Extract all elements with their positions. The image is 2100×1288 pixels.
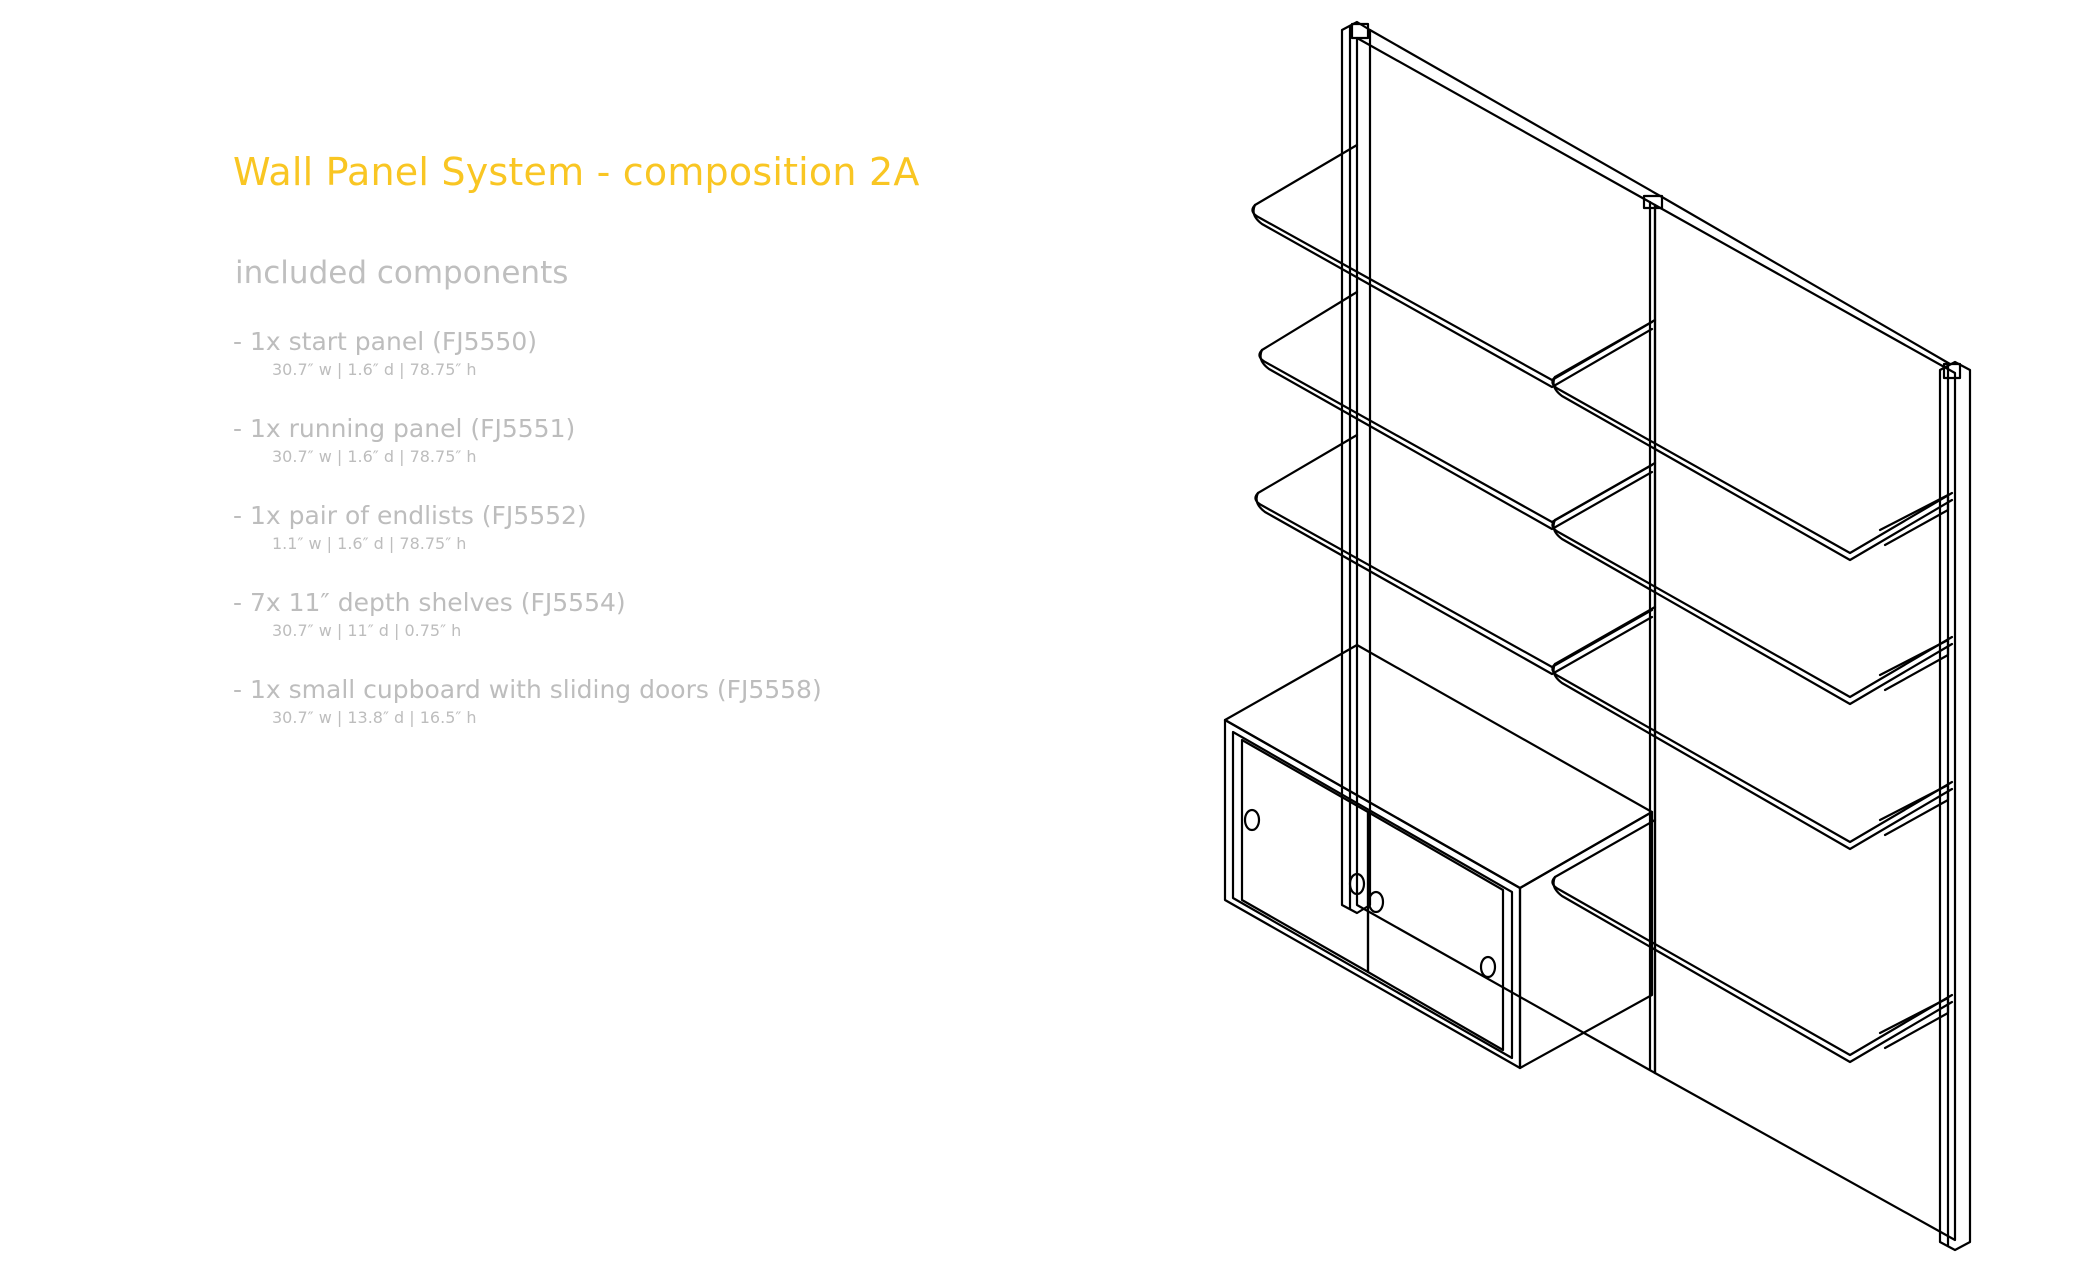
shelf-edge	[1552, 875, 1954, 1064]
door-handle	[1479, 955, 1497, 979]
component-endlists: - 1x pair of endlists (FJ5552) 1.1″ w | …	[233, 500, 1133, 587]
shelf-edge	[1255, 491, 1654, 676]
component-dimensions: 1.1″ w | 1.6″ d | 78.75″ h	[272, 534, 467, 553]
shelves-left	[1251, 143, 1654, 676]
endlist-right	[1938, 360, 1972, 1252]
component-start-panel: - 1x start panel (FJ5550) 30.7″ w | 1.6″…	[233, 326, 1133, 413]
shelf-edge	[1252, 203, 1654, 389]
page-title: Wall Panel System - composition 2A	[233, 150, 920, 194]
shelf-edge	[1552, 518, 1954, 706]
components-list: - 1x start panel (FJ5550) 30.7″ w | 1.6″…	[233, 326, 1133, 761]
component-dimensions: 30.7″ w | 1.6″ d | 78.75″ h	[272, 360, 477, 379]
component-dimensions: 30.7″ w | 1.6″ d | 78.75″ h	[272, 447, 477, 466]
shelf-bracket	[1878, 783, 1950, 837]
cupboard	[1223, 643, 1654, 1070]
endlist-right-cap	[1942, 362, 1962, 380]
component-dimensions: 30.7″ w | 11″ d | 0.75″ h	[272, 621, 462, 640]
wall-panels	[1355, 28, 1957, 1242]
shelf-edge	[1552, 662, 1954, 851]
sliding-door-right	[1366, 810, 1505, 1052]
component-name: - 7x 11″ depth shelves (FJ5554)	[233, 588, 626, 617]
shelf-bracket	[1878, 638, 1950, 692]
endlist-left-cap	[1350, 22, 1370, 40]
shelf-edge	[1259, 348, 1654, 531]
panel-top-edge	[1368, 28, 1664, 199]
door-handle	[1348, 872, 1366, 896]
component-cupboard: - 1x small cupboard with sliding doors (…	[233, 674, 1133, 761]
shelf-edge	[1552, 375, 1954, 562]
running-panel	[1653, 203, 1957, 1242]
component-dimensions: 30.7″ w | 13.8″ d | 16.5″ h	[272, 708, 477, 727]
component-name: - 1x small cupboard with sliding doors (…	[233, 675, 822, 704]
door-handle	[1243, 808, 1261, 832]
components-heading: included components	[235, 255, 569, 291]
shelf	[1551, 318, 1954, 555]
component-shelves: - 7x 11″ depth shelves (FJ5554) 30.7″ w …	[233, 587, 1133, 674]
shelf-bracket	[1878, 996, 1950, 1050]
component-running-panel: - 1x running panel (FJ5551) 30.7″ w | 1.…	[233, 413, 1133, 500]
shelf-bracket	[1878, 493, 1950, 547]
component-name: - 1x pair of endlists (FJ5552)	[233, 501, 587, 530]
component-name: - 1x start panel (FJ5550)	[233, 327, 537, 356]
door-handle	[1367, 890, 1385, 914]
cupboard-front-inset	[1231, 730, 1514, 1060]
seam-cap	[1642, 194, 1664, 210]
shelves-right	[1551, 318, 1954, 1064]
component-name: - 1x running panel (FJ5551)	[233, 414, 576, 443]
panel-top-edge	[1660, 195, 1952, 366]
shelf	[1551, 818, 1954, 1057]
cupboard-side	[1518, 810, 1654, 1070]
endlists	[1340, 20, 1972, 1252]
shelf	[1251, 143, 1654, 382]
